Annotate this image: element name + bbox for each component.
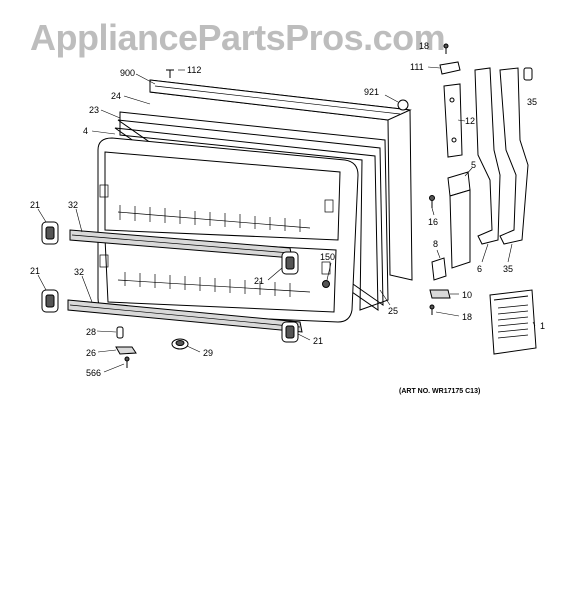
cap-29 [171, 338, 189, 350]
callout-29: 29 [203, 348, 213, 358]
screw-18-bot [429, 304, 435, 315]
callout-112: 112 [187, 65, 201, 75]
bracket-5 [447, 171, 471, 269]
callout-566: 566 [86, 368, 101, 378]
screw-18-top [443, 43, 449, 54]
callout-12: 12 [465, 116, 475, 126]
channel-12 [443, 83, 463, 158]
callout-21-tl: 21 [30, 200, 40, 210]
callout-111: 111 [410, 62, 424, 72]
callout-4: 4 [83, 126, 88, 136]
handle-6 [474, 67, 501, 245]
callout-18-top: 18 [419, 41, 429, 51]
end-cap-lower-right [281, 321, 299, 343]
callout-25: 25 [388, 306, 398, 316]
callout-8: 8 [433, 239, 438, 249]
stop-150 [322, 280, 330, 288]
callout-32-top: 32 [68, 200, 78, 210]
leader-lines [37, 66, 536, 373]
callout-21-ml: 21 [30, 266, 40, 276]
callout-921: 921 [364, 87, 379, 97]
callout-6: 6 [477, 264, 482, 274]
callout-16: 16 [428, 217, 438, 227]
plug-921 [397, 99, 409, 111]
callout-23: 23 [89, 105, 99, 115]
callout-35-top: 35 [527, 97, 537, 107]
callout-21-br: 21 [313, 336, 323, 346]
callout-10: 10 [462, 290, 472, 300]
upper-shelf-ribs [117, 205, 311, 232]
part-8 [431, 257, 447, 281]
end-cap-upper-right [281, 251, 299, 275]
callout-24: 24 [111, 91, 121, 101]
callout-21-mid: 21 [254, 276, 264, 286]
end-cap-lower-left [41, 289, 59, 313]
screw-112 [166, 69, 174, 78]
owners-manual-1 [489, 289, 537, 355]
callout-26: 26 [86, 348, 96, 358]
callout-35-bot: 35 [503, 264, 513, 274]
part-28 [116, 326, 124, 339]
part-10 [429, 289, 451, 299]
watermark-text: AppliancePartsPros.com [30, 17, 445, 58]
shelf-bar-lower [67, 299, 303, 333]
callout-28: 28 [86, 327, 96, 337]
art-number: (ART NO. WR17175 C13) [399, 388, 480, 395]
callout-32-bot: 32 [74, 267, 84, 277]
screw-16 [429, 195, 435, 208]
lower-shelf-ribs [117, 272, 311, 297]
callout-5: 5 [471, 160, 476, 170]
callout-labels: 900 112 24 23 4 921 18 111 35 12 5 16 8 … [30, 41, 545, 378]
end-cap-35 [523, 67, 533, 81]
callout-1: 1 [540, 321, 545, 331]
door-outer-panel [149, 79, 413, 281]
end-cap-upper-left [41, 221, 59, 245]
callout-18-bot: 18 [462, 312, 472, 322]
part-26 [115, 346, 137, 355]
door-liner [97, 137, 359, 323]
callout-900: 900 [120, 68, 135, 78]
callout-150: 150 [320, 252, 335, 262]
hinge-111 [439, 61, 461, 75]
screw-566 [124, 356, 130, 368]
handle-35 [499, 67, 529, 245]
